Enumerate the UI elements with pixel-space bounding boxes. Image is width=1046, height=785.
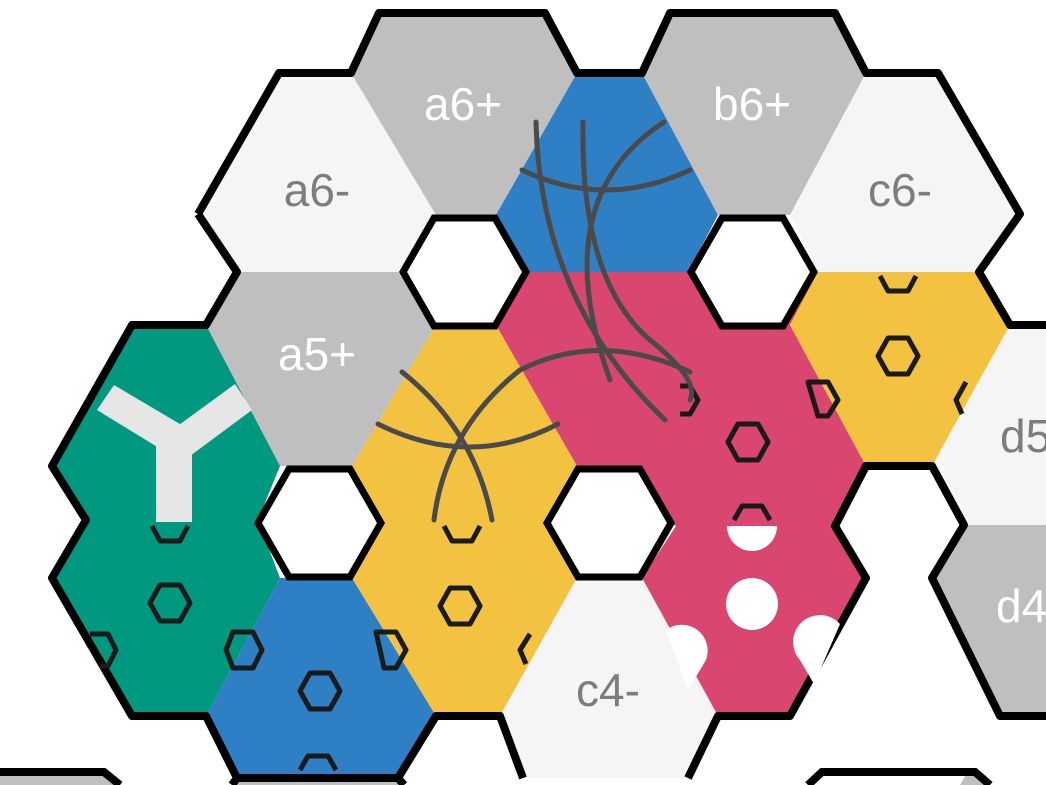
hexagon-outline-icon [731,503,773,522]
hexagon-outline-icon [147,582,193,624]
tile-d5[interactable] [932,325,1046,525]
empty-hex-slot[interactable] [398,214,531,330]
curved-line-icon [431,367,523,523]
hexagon-outline-icon [437,585,483,627]
tile-label-a6-plus: a6+ [424,78,502,130]
hexagon-outline-icon [149,524,191,544]
hexagon-outline-icon [725,421,771,463]
tile-label-d5: d5 [1000,410,1046,462]
hexagon-outline-icon [297,670,343,712]
tile-d4[interactable] [932,525,1046,716]
hexagon-outline-icon [680,383,701,417]
white-dot-icon [727,526,777,551]
hexagon-outline-icon [297,753,339,772]
tile-a5-plus[interactable] [206,272,436,466]
hexagon-outline-icon [373,629,409,671]
white-dot-icon [726,578,778,630]
curved-line-icon [580,119,695,403]
tile-center-pink[interactable] [496,272,866,526]
tile-label-a6-minus: a6- [284,164,350,216]
curved-line-icon [533,119,668,423]
hexagon-outline-icon [805,379,841,419]
tile-lower-yellow[interactable] [352,526,577,716]
hexagon-outline-icon [90,631,119,669]
empty-hex-slot[interactable] [542,465,676,581]
bottom-outline [0,768,993,785]
tile-a6-plus[interactable] [351,13,577,215]
hexagon-outline-icon [877,274,919,294]
curved-line-icon [517,348,693,375]
tile-label-c4-minus: c4- [576,664,640,716]
empty-gap [790,578,1000,785]
tile-label-b6-plus: b6+ [713,78,791,130]
tile-b6-plus[interactable] [642,13,866,215]
empty-hex-slot[interactable] [253,465,386,581]
hexagon-outline-icon [441,524,483,544]
hexagon-outline-icon [953,380,969,415]
tile-label-c6-minus: c6- [868,164,932,216]
y-glyph-icon [97,384,252,522]
tile-right-yellow[interactable] [790,272,1010,466]
hexagon-outline-icon [517,632,533,665]
tile-label-a5-plus: a5+ [278,328,356,380]
tile-a6-minus[interactable] [198,73,436,272]
tile-label-d4: d4 [996,580,1046,632]
white-dot-icon [666,624,708,690]
hexagon-outline-icon [875,335,921,377]
empty-hex-slot[interactable] [686,214,819,330]
board-outline [48,9,1046,781]
tile-bottom-blue[interactable] [206,578,436,778]
empty-hex-slot[interactable] [835,466,964,578]
hexagon-outline-icon [223,629,265,671]
white-dot-icon [793,615,840,684]
tile-c4-minus[interactable] [500,578,718,778]
